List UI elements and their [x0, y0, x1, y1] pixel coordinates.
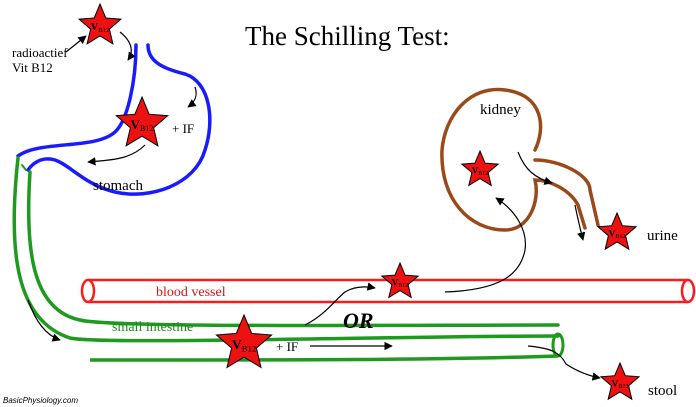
star-stool: VB12 [599, 361, 641, 401]
star-shape [115, 95, 169, 147]
urine-label: urine [647, 228, 678, 244]
star-label-main: V [91, 22, 99, 33]
stool-label: stool [648, 383, 677, 399]
star-label-main: V [232, 338, 242, 353]
small-intestine [12, 156, 560, 343]
star-urine: VB12 [596, 211, 638, 251]
intrinsic-factor-stomach-label: + IF [172, 121, 194, 136]
kidney [440, 87, 600, 232]
star-label: VB12 [612, 379, 629, 391]
star-label-main: V [472, 165, 479, 175]
credit-label: BasicPhysiology.com [3, 396, 78, 405]
or-label: OR [343, 308, 374, 333]
star-label: VB12 [472, 165, 489, 177]
star-label: VB12 [131, 117, 154, 133]
star-label-sub: B12 [242, 344, 256, 354]
star-label-main: V [131, 117, 141, 132]
star-label: VB12 [392, 277, 409, 289]
star-blood: VB12 [380, 261, 420, 299]
star-label-sub: B12 [615, 234, 625, 240]
star-label-sub: B12 [140, 124, 154, 133]
star-shape [380, 261, 420, 299]
star-label-sub: B12 [98, 27, 109, 34]
diagram-title: The Schilling Test: [245, 21, 450, 51]
star-kidney: VB12 [460, 149, 500, 187]
star-shape [215, 313, 273, 369]
radioactive-label-line2: Vit B12 [12, 60, 53, 75]
stomach-label: stomach [93, 178, 143, 194]
star-label-sub: B12 [398, 283, 408, 289]
star-label-sub: B12 [478, 171, 488, 177]
stomach [16, 43, 212, 196]
star-label: VB12 [609, 229, 626, 241]
star-stomach: VB12 [115, 95, 169, 147]
star-intestine: VB12 [215, 313, 273, 369]
star-label-main: V [612, 379, 619, 390]
flow-arrows [27, 31, 601, 381]
small-intestine-lower-wall [89, 354, 559, 362]
star-oral-dose: VB12 [77, 2, 123, 45]
radioactive-label-line1: radioactief [12, 45, 68, 60]
star-shape [77, 2, 123, 45]
star-label-sub: B12 [618, 384, 628, 390]
kidney-label: kidney [480, 102, 521, 118]
star-shape [599, 361, 641, 401]
star-shape [596, 211, 638, 251]
small-intestine-label: small intestine [112, 320, 193, 335]
star-shape [460, 149, 500, 187]
star-label: VB12 [91, 22, 110, 34]
star-label: VB12 [232, 338, 257, 353]
blood-vessel-label: blood vessel [156, 285, 226, 300]
intrinsic-factor-intestine-label: + IF [276, 339, 298, 354]
star-label-main: V [392, 277, 399, 287]
star-label-main: V [609, 229, 616, 240]
